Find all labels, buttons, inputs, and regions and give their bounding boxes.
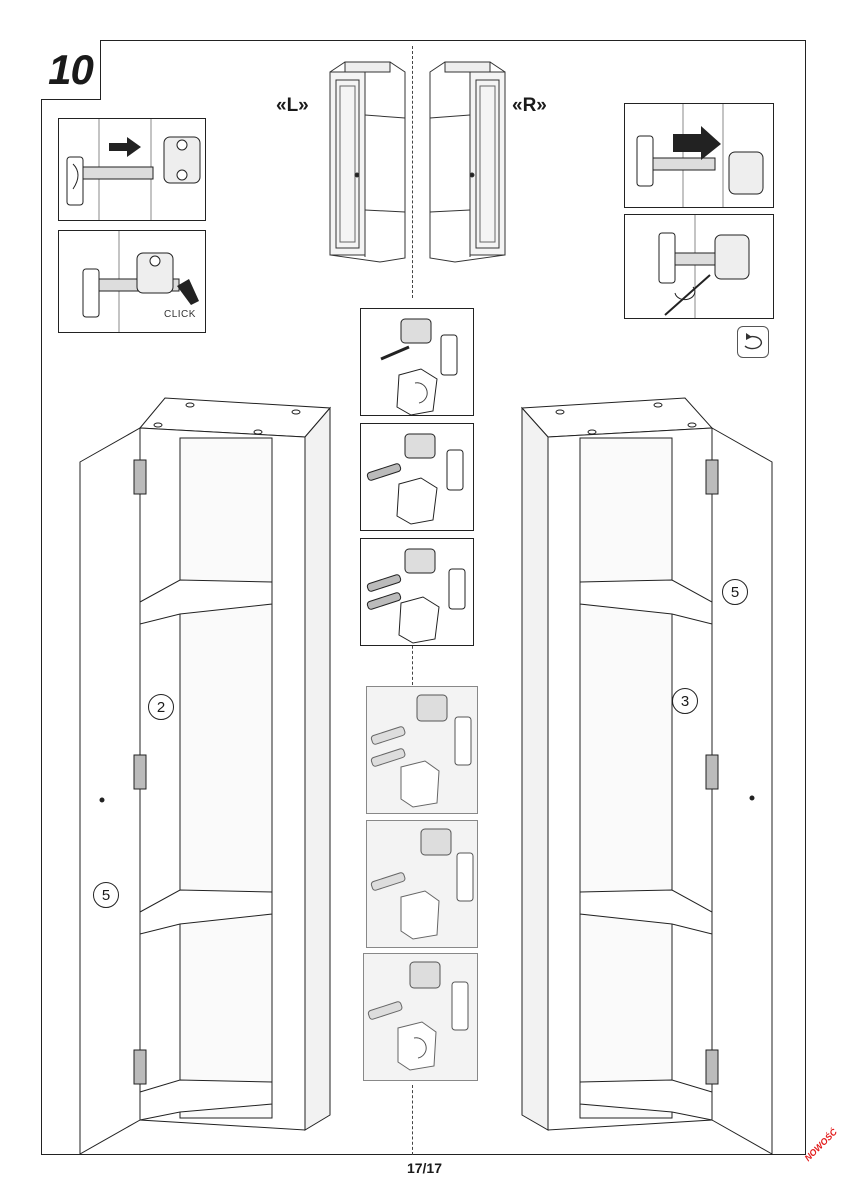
arrow-icon [177,279,199,305]
step-number-box: 10 [41,40,101,100]
rotate-icon [737,326,769,358]
screwdriver-icon [658,215,750,318]
arrow-icon [109,137,141,157]
hinge-icon [367,961,469,1071]
hinge-click-inset: CLICK [58,230,206,333]
hinge-step-3 [360,538,474,646]
right-variant-label: «R» [512,95,547,116]
hinge-step-6 [363,953,478,1081]
hinge-detach-inset [624,103,774,208]
hinge-icon [66,119,201,220]
part-badge-right-side: 3 [672,688,698,714]
hinge-attach-inset [58,118,206,221]
arrow-icon [673,126,721,160]
part-badge-left-side: 2 [148,694,174,720]
step-number: 10 [48,45,94,93]
click-label: CLICK [164,309,196,320]
cabinet-icon-right [429,61,506,263]
hinge-step-5 [366,820,478,948]
page-number: 17/17 [406,1160,443,1176]
hinge-step-2 [360,423,474,531]
part-badge-left-door: 5 [93,882,119,908]
center-axis-mid [412,625,413,685]
hinge-icon [366,548,466,644]
hinge-icon [370,694,472,808]
hinge-icon [366,433,464,525]
hinge-icon [82,231,199,332]
cabinet-icon-left [329,61,406,263]
center-axis-bottom [412,1085,413,1155]
cabinet-icon-right-large [520,397,773,1155]
hinge-icon [370,828,474,940]
hinge-icon [636,104,764,207]
hinge-adjust-inset [624,214,774,319]
instruction-frame [41,40,806,1155]
part-badge-right-door: 5 [722,579,748,605]
hinge-icon [380,318,458,415]
hinge-step-4 [366,686,478,814]
hinge-step-1 [360,308,474,416]
cabinet-icon-left-large [79,397,332,1155]
left-variant-label: «L» [276,95,309,116]
center-axis-top [412,46,413,298]
